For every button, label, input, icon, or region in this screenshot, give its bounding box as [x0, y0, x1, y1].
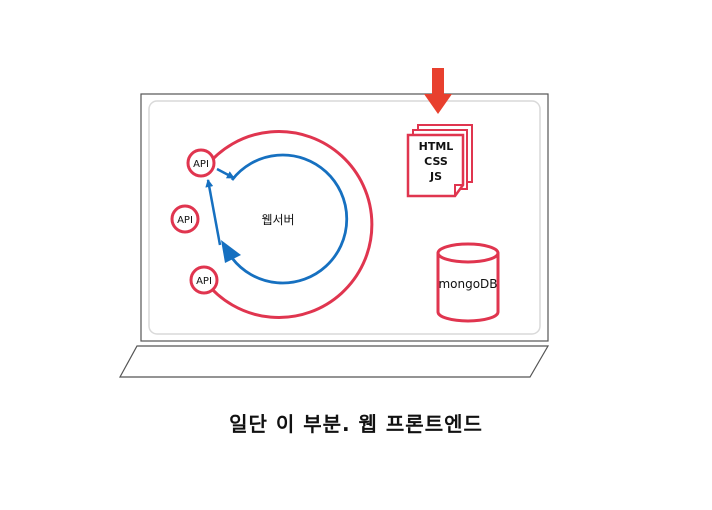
database-top	[436, 242, 500, 264]
api-node-top: API	[186, 148, 216, 178]
api-link-arrow-up	[205, 179, 222, 246]
web-server-label: 웹서버	[261, 213, 294, 227]
document-page-front	[406, 133, 465, 198]
file-line-html: HTML	[419, 140, 454, 153]
highlight-arrow-head	[424, 94, 452, 114]
api-node-bottom: API	[189, 265, 219, 295]
caption: 일단 이 부분. 웹 프론트엔드	[229, 412, 483, 436]
laptop	[118, 93, 550, 378]
file-line-css: CSS	[424, 155, 448, 168]
api-node-label: API	[196, 276, 212, 287]
request-cycle-arc	[230, 153, 349, 285]
database-label: mongoDB	[438, 277, 497, 291]
api-node-label: API	[193, 159, 209, 170]
front-end-files: HTML CSS JS	[406, 124, 473, 198]
highlight-arrow-shaft	[432, 68, 444, 95]
database-cylinder-icon: mongoDB	[436, 242, 500, 323]
cycle-arrowhead	[221, 240, 241, 263]
document-fold-corner	[454, 184, 463, 196]
laptop-keyboard-base	[118, 345, 550, 378]
outer-api-ring	[203, 130, 374, 319]
api-node-circle	[189, 265, 219, 295]
api-link-arrow-right	[216, 167, 235, 180]
api-node-circle	[186, 148, 216, 178]
highlight-arrow-icon	[424, 68, 452, 114]
database-body	[436, 253, 500, 323]
file-line-js: JS	[429, 170, 442, 183]
api-node-circle	[170, 204, 200, 234]
web-server-cycle: 웹서버	[203, 130, 374, 319]
api-node-label: API	[177, 215, 193, 226]
api-node-middle: API	[170, 204, 200, 234]
